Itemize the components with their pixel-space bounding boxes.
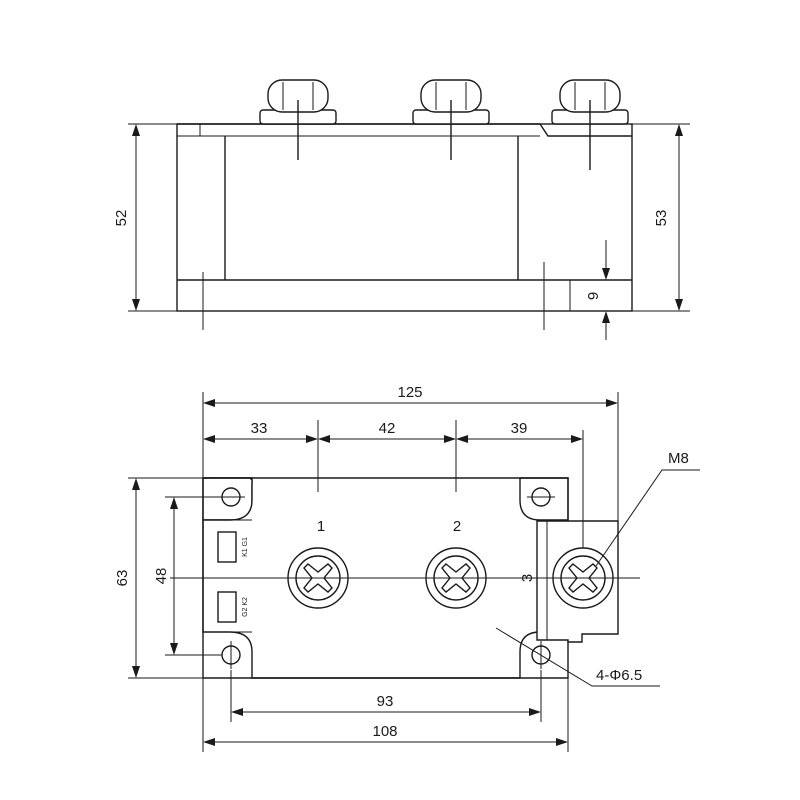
terminal-3-bracket: [536, 520, 619, 643]
mounting-hole-bottom-left: [221, 641, 241, 669]
dim-height-holes-label: 48: [153, 568, 170, 585]
hole-leader: 4-Φ6.5: [495, 627, 660, 687]
dim-base-width: 108: [203, 723, 568, 746]
top-view: K1 G1 G2 K2 1 2 3: [114, 384, 700, 752]
gate-label-bottom: G2 K2: [242, 597, 249, 617]
dim-height-left: 52: [113, 123, 177, 312]
gate-connector-bottom: G2 K2: [217, 591, 249, 623]
dim-holes-width: 93: [231, 693, 541, 716]
terminal-2-label: 2: [453, 518, 461, 535]
side-terminal-2: [412, 79, 490, 160]
dim-height-holes: 48: [153, 496, 222, 656]
gate-label-top: K1 G1: [242, 537, 249, 557]
side-view: 52 53 9: [113, 79, 690, 340]
dim-spacing-2-label: 42: [379, 420, 396, 437]
thread-leader: M8: [595, 450, 700, 567]
top-base-outline: [202, 477, 253, 521]
dim-height-outer-label: 63: [114, 570, 131, 587]
dim-total-width-label: 125: [397, 384, 422, 401]
dim-terminal-spacing: 33 42 39: [203, 420, 583, 443]
dim-height-outer: 63: [114, 477, 203, 679]
hole-label: 4-Φ6.5: [596, 667, 642, 684]
terminal-3-label: 3: [519, 574, 536, 582]
dim-height-right-label: 53: [653, 210, 670, 227]
dim-height-left-label: 52: [113, 210, 130, 227]
side-terminal-3: [551, 79, 629, 170]
dim-base-width-label: 108: [372, 723, 397, 740]
gate-connector-top: K1 G1: [217, 531, 249, 563]
dim-spacing-1-label: 33: [251, 420, 268, 437]
terminal-1-label: 1: [317, 518, 325, 535]
dim-holes-width-label: 93: [377, 693, 394, 710]
side-terminal-1: [259, 79, 337, 160]
dim-base-label: 9: [585, 292, 602, 300]
dim-base: 9: [585, 240, 618, 340]
side-body: [176, 123, 633, 312]
dim-spacing-3-label: 39: [511, 420, 528, 437]
terminal-1: [287, 420, 349, 609]
dim-height-right: 53: [632, 123, 690, 312]
dim-total-width: 125: [203, 384, 618, 407]
thread-label: M8: [668, 450, 689, 467]
terminal-3: [552, 430, 614, 609]
terminal-2: [425, 420, 487, 609]
mounting-hole-top-right: [527, 487, 555, 507]
